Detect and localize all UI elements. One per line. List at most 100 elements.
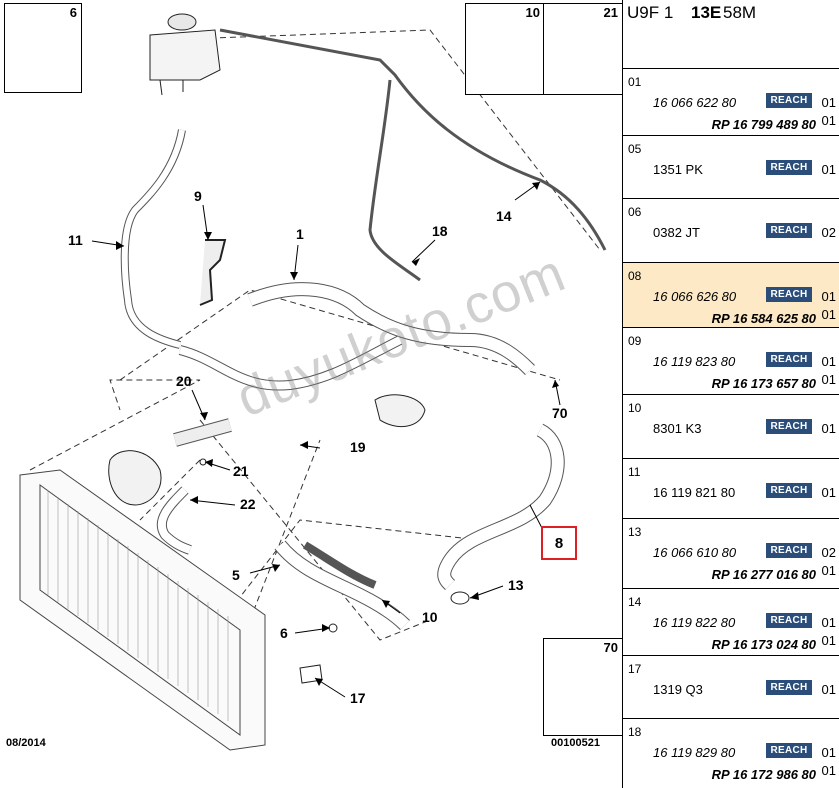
parts-row-09[interactable]: 09 16 119 823 80 REACH 01 RP 16 173 657 80 01 — [623, 327, 839, 394]
callout-6[interactable]: 6 — [280, 625, 288, 641]
reach-badge: REACH — [766, 483, 812, 498]
diagram-date: 08/2014 — [6, 737, 46, 749]
fastener-box-6: 6 — [4, 3, 82, 93]
parts-row-06[interactable]: 06 0382 JT REACH 02 — [623, 198, 839, 262]
reach-badge: REACH — [766, 543, 812, 558]
box-number: 10 — [525, 5, 540, 20]
row-quantity: 01 — [821, 289, 836, 304]
row-replacement-reference: RP 16 172 986 80 — [711, 767, 816, 782]
callout-14[interactable]: 14 — [496, 208, 512, 224]
parts-row-05[interactable]: 05 1351 PK REACH 01 — [623, 135, 839, 198]
row-quantity: 01 — [821, 682, 836, 697]
row-position: 10 — [628, 401, 642, 415]
row-replacement-reference: RP 16 584 625 80 — [711, 311, 816, 326]
row-part-reference: 16 119 823 80 — [653, 354, 736, 369]
reach-badge: REACH — [766, 223, 812, 238]
parts-row-01[interactable]: 01 16 066 622 80 REACH 01 RP 16 799 489 80 01 — [623, 68, 839, 135]
row-part-reference: 16 066 622 80 — [653, 95, 737, 110]
row-quantity-secondary: 01 — [821, 633, 836, 648]
row-quantity-secondary: 01 — [821, 307, 836, 322]
row-quantity-secondary: 01 — [821, 113, 836, 128]
row-position: 01 — [628, 75, 642, 89]
callout-1[interactable]: 1 — [296, 226, 304, 242]
row-part-reference: 16 066 626 80 — [653, 289, 737, 304]
row-part-reference: 16 119 821 80 — [653, 485, 736, 500]
header-code-prefix: U9F 1 — [627, 3, 674, 22]
row-part-reference: 1319 Q3 — [653, 682, 703, 697]
callout-19[interactable]: 19 — [350, 439, 366, 455]
row-quantity: 02 — [821, 545, 836, 560]
row-position: 17 — [628, 662, 642, 676]
exploded-parts-diagram: 6 10 21 70 1 5 6 8 9 10 11 13 14 17 18 1… — [4, 3, 623, 751]
reach-badge: REACH — [766, 613, 812, 628]
row-position: 11 — [628, 465, 641, 479]
callout-17[interactable]: 17 — [350, 690, 366, 706]
parts-table-header: U9F 1 13E 58M — [623, 0, 839, 34]
box-number: 70 — [603, 640, 618, 655]
row-replacement-reference: RP 16 277 016 80 — [711, 567, 816, 582]
header-code-bold: 13E — [691, 3, 722, 22]
diagram-drawing — [13, 13, 607, 751]
callout-21[interactable]: 21 — [233, 463, 249, 479]
reach-badge: REACH — [766, 419, 812, 434]
reach-badge: REACH — [766, 680, 812, 695]
row-part-reference: 0382 JT — [653, 225, 700, 240]
row-quantity-secondary: 01 — [821, 563, 836, 578]
callout-8-highlighted[interactable]: 8 — [541, 526, 577, 560]
row-quantity: 02 — [821, 225, 836, 240]
row-position: 09 — [628, 334, 642, 348]
row-position: 05 — [628, 142, 642, 156]
reach-badge: REACH — [766, 352, 812, 367]
reach-badge: REACH — [766, 160, 812, 175]
parts-table: U9F 1 13E 58M 01 16 066 622 80 REACH 01 RP 1… — [622, 0, 839, 788]
parts-row-08[interactable]: 08 16 066 626 80 REACH 01 RP 16 584 625 80 01 — [623, 262, 839, 327]
row-quantity: 01 — [821, 615, 836, 630]
row-part-reference: 16 119 829 80 — [653, 745, 736, 760]
row-quantity-secondary: 01 — [821, 763, 836, 778]
row-replacement-reference: RP 16 173 657 80 — [711, 376, 816, 391]
row-quantity: 01 — [821, 95, 836, 110]
callout-9[interactable]: 9 — [194, 188, 202, 204]
fastener-box-21: 21 — [543, 3, 623, 95]
reach-badge: REACH — [766, 287, 812, 302]
parts-row-13[interactable]: 13 16 066 610 80 REACH 02 RP 16 277 016 80 01 — [623, 518, 839, 588]
parts-row-14[interactable]: 14 16 119 822 80 REACH 01 RP 16 173 024 80 01 — [623, 588, 839, 655]
callout-5[interactable]: 5 — [232, 567, 240, 583]
parts-row-18[interactable]: 18 16 119 829 80 REACH 01 RP 16 172 986 80 01 — [623, 718, 839, 788]
row-position: 14 — [628, 595, 642, 609]
row-part-reference: 1351 PK — [653, 162, 703, 177]
callout-22[interactable]: 22 — [240, 496, 256, 512]
callout-8-label: 8 — [554, 534, 564, 552]
row-replacement-reference: RP 16 799 489 80 — [711, 117, 816, 132]
callout-20[interactable]: 20 — [176, 373, 192, 389]
box-number: 21 — [603, 5, 618, 20]
callout-18[interactable]: 18 — [432, 223, 448, 239]
row-position: 06 — [628, 205, 642, 219]
callout-11[interactable]: 11 — [68, 232, 83, 248]
row-position: 08 — [628, 269, 642, 283]
row-position: 18 — [628, 725, 642, 739]
clamp-box-70: 70 — [543, 638, 623, 736]
header-code-suffix: 58M — [723, 3, 757, 22]
row-quantity: 01 — [821, 354, 836, 369]
parts-row-17[interactable]: 17 1319 Q3 REACH 01 — [623, 655, 839, 718]
row-position: 13 — [628, 525, 642, 539]
row-replacement-reference: RP 16 173 024 80 — [711, 637, 816, 652]
parts-row-11[interactable]: 11 16 119 821 80 REACH 01 — [623, 458, 839, 518]
row-quantity-secondary: 01 — [821, 372, 836, 387]
reach-badge: REACH — [766, 743, 812, 758]
diagram-code: 00100521 — [551, 737, 600, 749]
callout-13[interactable]: 13 — [508, 577, 524, 593]
row-quantity: 01 — [821, 162, 836, 177]
row-part-reference: 16 066 610 80 — [653, 545, 737, 560]
callout-10[interactable]: 10 — [422, 609, 438, 625]
row-quantity: 01 — [821, 485, 836, 500]
reach-badge: REACH — [766, 93, 812, 108]
row-part-reference: 16 119 822 80 — [653, 615, 736, 630]
row-quantity: 01 — [821, 745, 836, 760]
box-number: 6 — [69, 5, 77, 20]
callout-70[interactable]: 70 — [552, 405, 568, 421]
fastener-box-10: 10 — [465, 3, 545, 95]
row-part-reference: 8301 K3 — [653, 421, 702, 436]
